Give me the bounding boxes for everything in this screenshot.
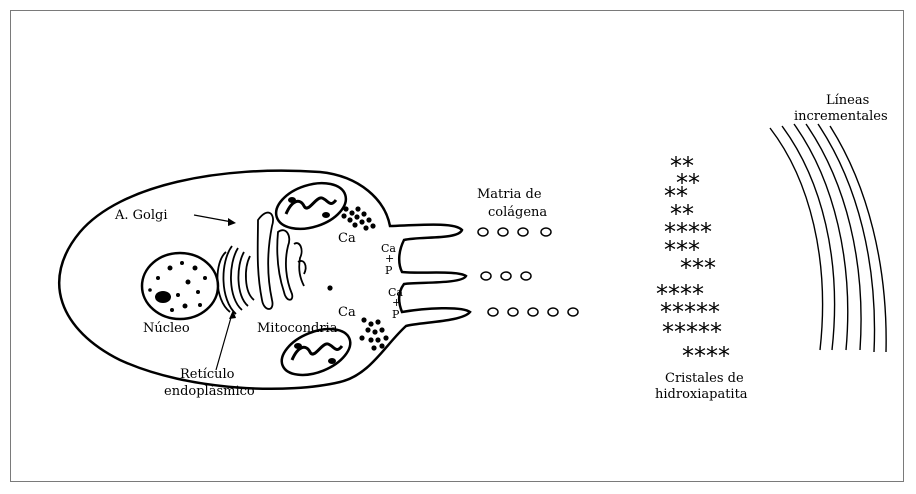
cytoplasm-granule [327, 285, 332, 290]
ion-p-label-1: P [385, 264, 393, 277]
incremental-label-line2: incrementales [794, 109, 888, 124]
ion-p-label-2: P [392, 308, 400, 321]
er-leader-line [216, 314, 232, 370]
collagen-label-line2: colágena [488, 205, 547, 220]
calcium-granules-top [341, 206, 375, 230]
golgi-label: A. Golgi [114, 208, 168, 223]
calcium-granules-bottom [359, 317, 388, 350]
mitochondria-label: Mitocondria [257, 321, 338, 336]
calcium-label-bottom: Ca [338, 305, 356, 320]
incremental-label-line1: Líneas [826, 93, 869, 108]
nucleus-label: Núcleo [143, 321, 190, 336]
calcium-label-top: Ca [338, 231, 356, 246]
golgi-leader-line [194, 215, 232, 222]
crystal-row: *** [680, 254, 716, 282]
mitochondrion-top [270, 175, 351, 237]
collagen-matrix-fibers [478, 228, 578, 316]
golgi-arrowhead [228, 218, 236, 226]
er-label-line1: Retículo [180, 367, 235, 382]
collagen-label-line1: Matria de [477, 187, 542, 202]
crystals-label-line2: hidroxiapatita [655, 387, 748, 402]
crystal-row: **** [682, 342, 730, 370]
er-label-line2: endoplásmico [164, 384, 255, 399]
incremental-lines [770, 124, 886, 352]
nucleus [142, 253, 218, 319]
cell-membrane [59, 171, 470, 389]
hydroxyapatite-crystals: ** ** ** ** **** *** *** **** ***** ****… [656, 152, 730, 370]
endoplasmic-reticulum [217, 246, 254, 314]
crystals-label-line1: Cristales de [665, 371, 744, 386]
